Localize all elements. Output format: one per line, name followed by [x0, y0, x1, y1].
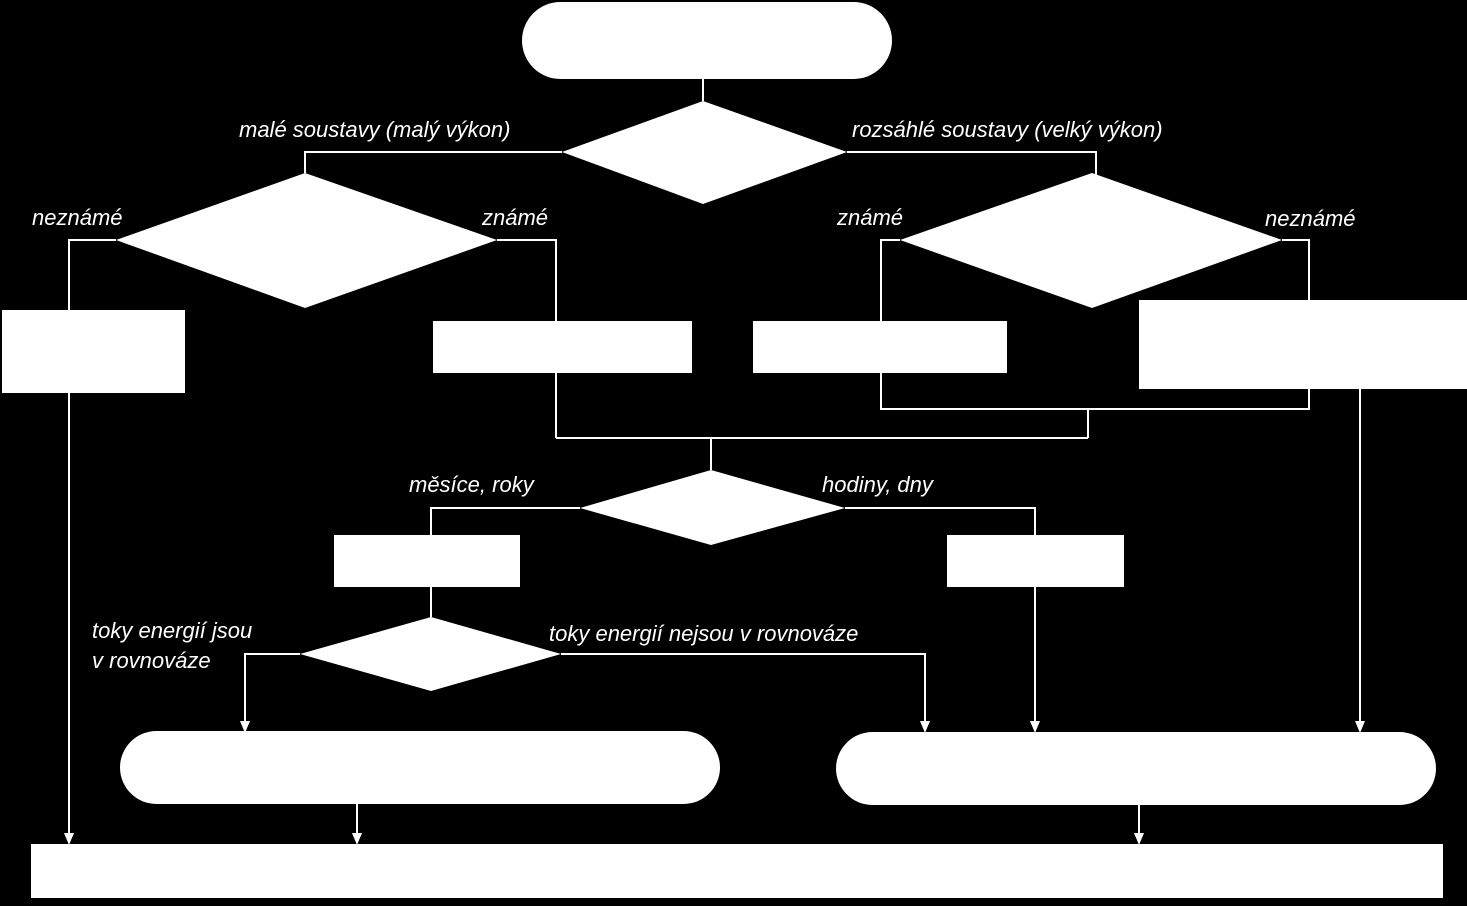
label-large-systems: rozsáhlé soustavy (velký výkon): [852, 117, 1163, 142]
output-bar: [31, 844, 1443, 898]
decision-left-parameters: [116, 173, 497, 308]
result-terminator-left: [120, 731, 720, 804]
process-box-right-unknown: [1139, 300, 1467, 389]
arrow-head: [1030, 721, 1040, 733]
label-hours-days: hodiny, dny: [822, 472, 935, 497]
process-box-months-years: [334, 535, 520, 587]
label-months-years: měsíce, roky: [409, 472, 536, 497]
process-box-hours-days: [947, 535, 1124, 587]
arrow-head: [352, 833, 362, 845]
arrow-head: [1355, 721, 1365, 733]
label-right-unknown: neznámé: [1265, 206, 1356, 231]
decision-time-scale: [580, 470, 845, 545]
label-left-known: známé: [481, 205, 548, 230]
label-balanced-line1: toky energií jsou: [92, 618, 252, 643]
arrow-head: [240, 721, 250, 733]
label-right-known: známé: [836, 205, 903, 230]
process-box-left-known: [433, 321, 692, 373]
decision-right-parameters: [900, 173, 1282, 308]
label-left-unknown: neznámé: [32, 205, 123, 230]
arrow-head: [64, 833, 74, 845]
start-terminator: [522, 2, 892, 79]
process-box-right-known: [753, 321, 1007, 373]
label-not-balanced: toky energií nejsou v rovnováze: [549, 621, 858, 646]
decision-energy-balance: [300, 617, 561, 691]
label-balanced-line2: v rovnováze: [92, 648, 211, 673]
process-box-left-unknown: [2, 310, 185, 393]
arrow-head: [920, 721, 930, 733]
decision-system-size: [562, 101, 847, 204]
label-small-systems: malé soustavy (malý výkon): [239, 117, 510, 142]
result-terminator-right: [836, 732, 1436, 805]
connector-lines: [68, 79, 1361, 834]
arrow-head: [1134, 833, 1144, 845]
